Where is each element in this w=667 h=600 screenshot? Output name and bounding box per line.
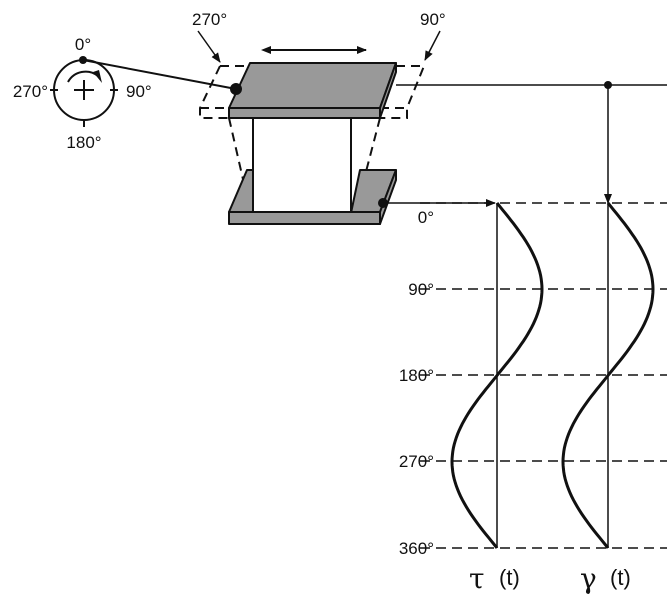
rotation-dial: 0° 90° 180° 270°: [13, 35, 152, 152]
plate-label-90: 90°: [420, 10, 446, 29]
curve-symbol: τ: [469, 562, 485, 595]
phase-label: 360°: [399, 539, 434, 558]
gamma-curve: [561, 202, 655, 549]
curve-argument: (t): [499, 565, 520, 590]
curve-symbol: γ: [580, 562, 597, 595]
phase-label: 90°: [408, 280, 434, 299]
top-plate: [228, 62, 397, 109]
tau-curve: [450, 202, 544, 549]
plate-label-270: 270°: [192, 10, 227, 29]
dial-label-0: 0°: [75, 35, 91, 54]
curve-argument: (t): [610, 565, 631, 590]
dial-label-90: 90°: [126, 82, 152, 101]
dial-label-180: 180°: [66, 133, 101, 152]
phase-label: 270°: [399, 452, 434, 471]
crank-link: [82, 59, 237, 90]
dial-label-270: 270°: [13, 82, 48, 101]
specimen: [228, 62, 397, 225]
phase-label: 0°: [418, 208, 434, 227]
phase-label: 180°: [399, 366, 434, 385]
